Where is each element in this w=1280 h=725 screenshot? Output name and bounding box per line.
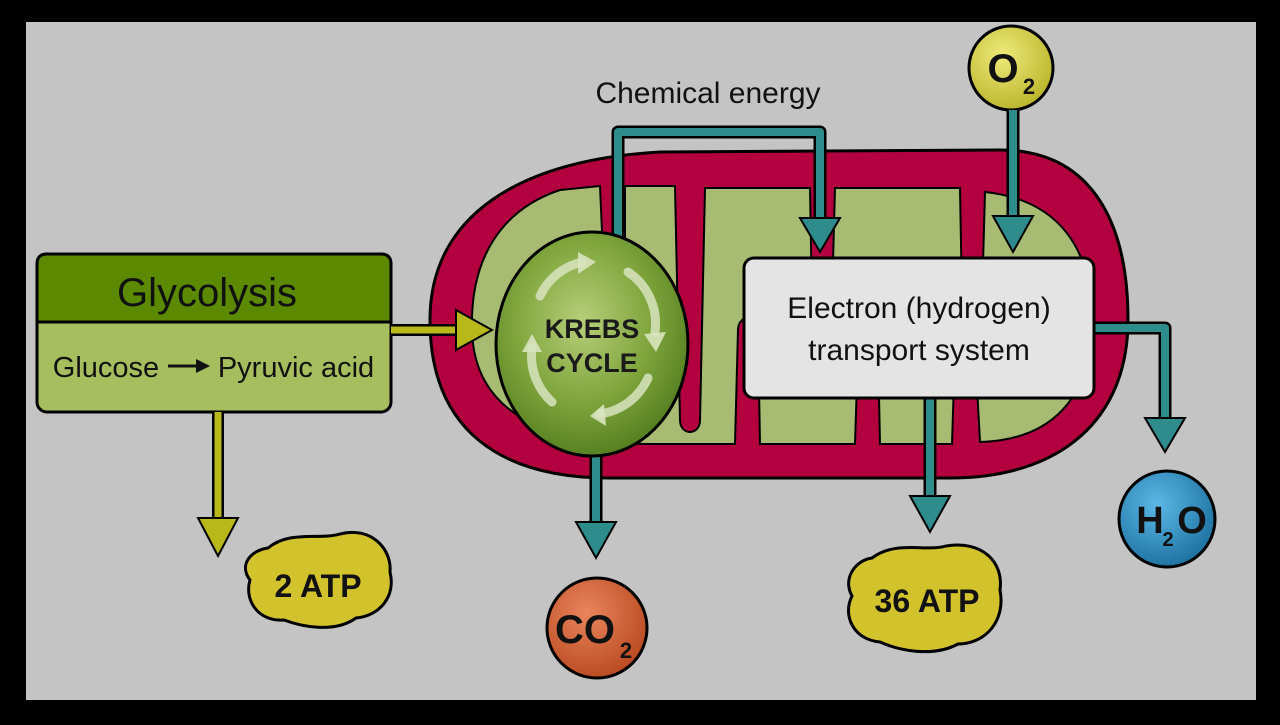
etc-label-line2: transport system [808, 334, 1030, 367]
atp-glycolysis-blob: 2 ATP [244, 530, 393, 629]
co2-label: CO [555, 608, 615, 652]
krebs-to-co2-arrow [574, 450, 618, 561]
etc-label-line1: Electron (hydrogen) [787, 292, 1050, 325]
cycle-arrowheads-icon [522, 252, 666, 426]
pyruvic-acid-label: Pyruvic acid [218, 352, 374, 384]
chemical-energy-arrow [611, 125, 842, 254]
h2o-molecule: H 2 O [1117, 469, 1217, 569]
h2o-subscript: 2 [1162, 529, 1173, 551]
chemical-energy-label: Chemical energy [595, 77, 820, 110]
o2-molecule: O 2 [967, 24, 1055, 112]
glycolysis-box: Glycolysis Glucose Pyruvic acid [35, 252, 393, 414]
glycolysis-title: Glycolysis [117, 271, 297, 315]
o2-label: O [987, 47, 1018, 91]
co2-subscript: 2 [620, 638, 632, 663]
h2o-o-label: O [1177, 500, 1207, 542]
krebs-cycle: KREBS CYCLE [494, 230, 690, 458]
atp-etc-blob: 36 ATP [847, 543, 1003, 654]
o2-arrow [991, 110, 1035, 255]
atp-glycolysis-label: 2 ATP [274, 568, 361, 604]
krebs-label-line2: CYCLE [546, 348, 638, 378]
etc-to-h2o-arrow [1092, 321, 1187, 454]
electron-transport-box: Electron (hydrogen) transport system [742, 256, 1096, 400]
glucose-to-pyruvic-arrow-icon [168, 359, 210, 373]
glucose-label: Glucose [53, 352, 159, 384]
glycolysis-to-krebs-arrow [391, 308, 495, 352]
glycolysis-to-atp-arrow [196, 412, 240, 559]
etc-to-atp-arrow [908, 398, 952, 535]
o2-subscript: 2 [1023, 74, 1035, 99]
h2o-h-label: H [1136, 500, 1163, 542]
atp-etc-label: 36 ATP [875, 583, 980, 619]
co2-molecule: CO 2 [545, 576, 649, 680]
krebs-label-line1: KREBS [545, 314, 640, 344]
cycle-arrows-icon [527, 257, 661, 419]
